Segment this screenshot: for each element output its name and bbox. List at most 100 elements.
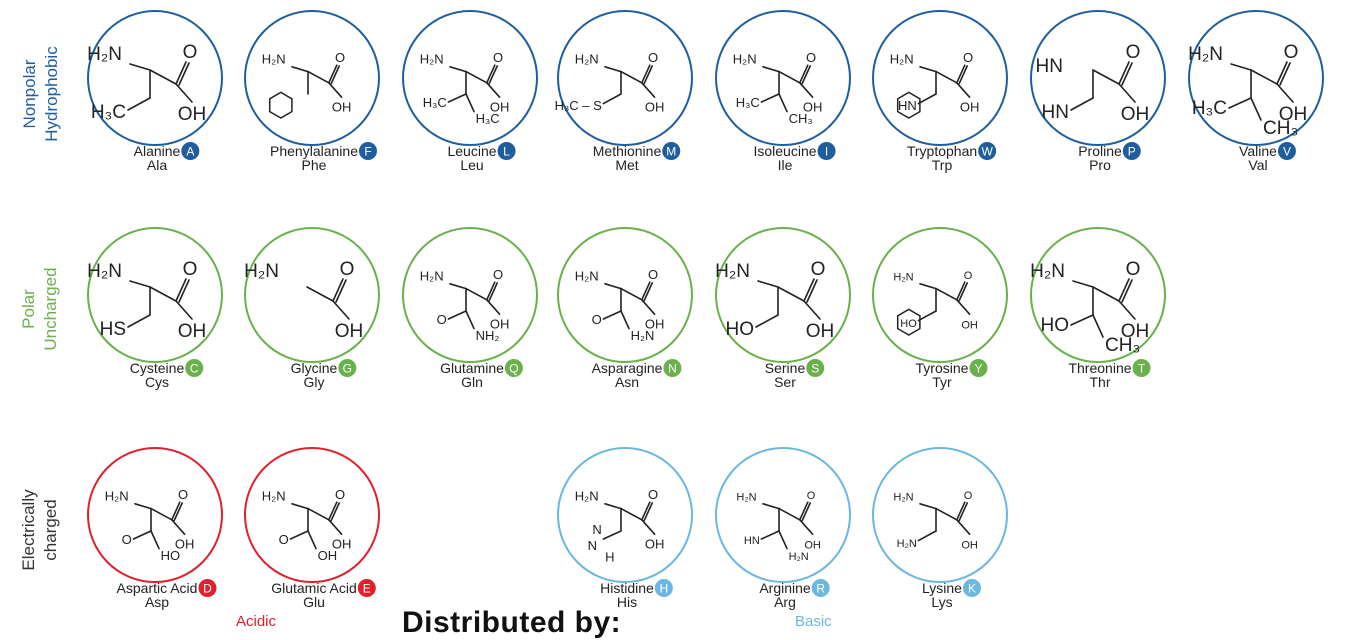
amino-acid-name: Glycine xyxy=(291,360,338,376)
side-chain-group-a: H₃C xyxy=(736,95,760,110)
aromatic-ring xyxy=(896,91,921,119)
amino-acid-ring xyxy=(244,10,380,146)
carbonyl-oxygen: O xyxy=(648,50,658,65)
sublabel-basic: Basic xyxy=(795,613,832,630)
amino-acid-ring xyxy=(715,227,851,363)
bond-amine xyxy=(919,502,937,510)
bond-alpha-carboxyl xyxy=(306,286,334,302)
amino-acid-ring xyxy=(1188,10,1324,146)
letter-badge xyxy=(1132,359,1151,377)
bond-side-chain-3 xyxy=(620,310,630,330)
amino-acid-name: Histidine xyxy=(600,580,654,596)
bond-alpha-carboxyl xyxy=(465,70,488,84)
bond-amine xyxy=(604,66,622,73)
side-chain-group: H₂N xyxy=(897,538,917,550)
hydroxyl-group: OH xyxy=(332,537,352,552)
letter-badge xyxy=(962,579,981,597)
bond-amine xyxy=(919,282,937,290)
bond-carbonyl xyxy=(1276,61,1288,85)
amino-acid-name: Tryptophan xyxy=(907,143,977,159)
bond-amine xyxy=(757,280,779,288)
bond-carbonyl xyxy=(798,64,809,84)
bond-carbonyl-double xyxy=(1279,62,1291,86)
bond-alpha-carboxyl xyxy=(620,507,643,521)
bond-side-chain-2 xyxy=(602,310,622,320)
group-label-polar-line2: Uncharged xyxy=(41,267,60,351)
bond-carbonyl xyxy=(640,64,651,84)
bond-carbonyl xyxy=(327,501,338,521)
bond-amine xyxy=(291,502,309,510)
footer-distributed-by: Distributed by: xyxy=(402,606,622,639)
bond-hydroxyl xyxy=(327,82,343,98)
bond-carbonyl xyxy=(803,278,815,302)
bond-side-chain-3 xyxy=(465,310,475,330)
three-letter-code: Thr xyxy=(1090,374,1111,390)
three-letter-code: Ser xyxy=(774,374,796,390)
letter-badge xyxy=(663,359,682,377)
amino-acid-name: Asparagine xyxy=(592,360,663,376)
carbonyl-oxygen: O xyxy=(335,487,345,502)
letter-badge xyxy=(806,359,825,377)
one-letter-code: T xyxy=(1138,362,1146,376)
carbonyl-oxygen: O xyxy=(807,490,816,502)
three-letter-code: Asn xyxy=(615,374,639,390)
group-label-charged: Electrically charged xyxy=(18,480,62,580)
bond-side-chain-2 xyxy=(1070,97,1094,111)
amino-acid-ring xyxy=(557,10,693,146)
bond-carbonyl-double xyxy=(958,282,969,302)
carbonyl-oxygen: O xyxy=(964,270,973,282)
bond-hydroxyl xyxy=(171,518,186,536)
amino-acid-name: Tyrosine xyxy=(916,360,969,376)
bond-side-chain-3 xyxy=(778,530,788,550)
amino-acid-name: Leucine xyxy=(447,143,496,159)
amino-acid-ring xyxy=(1030,10,1166,146)
bond-carbonyl xyxy=(955,281,966,301)
hydroxyl-group: OH xyxy=(960,100,980,115)
side-chain-group-a: O xyxy=(592,312,602,327)
bond-carbonyl-double xyxy=(330,502,341,522)
three-letter-code: Ile xyxy=(778,157,793,173)
letter-badge xyxy=(504,359,523,377)
amino-acid-name: Alanine xyxy=(134,143,181,159)
bond-hydroxyl xyxy=(955,82,971,98)
amino-acid-ring xyxy=(244,447,380,583)
three-letter-code: His xyxy=(617,594,637,610)
bond-carbonyl xyxy=(640,501,651,521)
side-chain-group-b: H₂N xyxy=(789,551,809,563)
side-chain-group-a: H₃C xyxy=(423,95,447,110)
amino-acid-name: Proline xyxy=(1078,143,1122,159)
letter-badge xyxy=(978,142,997,160)
bond-side-chain-2 xyxy=(1070,314,1094,326)
bond-side-chain-3 xyxy=(150,530,160,550)
bond-hydroxyl xyxy=(798,82,814,98)
carbonyl-oxygen: O xyxy=(648,487,658,502)
sublabel-acidic: Acidic xyxy=(236,613,277,630)
bond-carbonyl-double xyxy=(643,282,654,302)
bond-carbonyl-double xyxy=(488,65,499,85)
amino-acid-name: Threonine xyxy=(1068,360,1131,376)
one-letter-code: I xyxy=(825,145,828,159)
amino-acid-ring xyxy=(402,10,538,146)
side-chain-group-b: H₃C xyxy=(476,111,500,126)
bond-amine xyxy=(291,66,309,73)
side-chain-group-a: HO xyxy=(1041,315,1070,336)
side-chain-group: HN xyxy=(898,98,917,113)
amine-group: H₂N xyxy=(890,52,914,67)
one-letter-code: S xyxy=(811,362,819,376)
side-chain-group-a: O xyxy=(279,532,289,547)
hydroxyl-group: OH xyxy=(490,317,510,332)
amine-group: H₂N xyxy=(893,272,913,284)
one-letter-code: C xyxy=(190,362,199,376)
three-letter-code: Phe xyxy=(302,157,327,173)
bond-amine xyxy=(604,282,622,290)
carbonyl-oxygen: O xyxy=(183,42,198,63)
amino-acid-name: Serine xyxy=(765,360,806,376)
amine-group: H₂N xyxy=(715,261,750,282)
bond-side-chain-2 xyxy=(127,314,151,328)
